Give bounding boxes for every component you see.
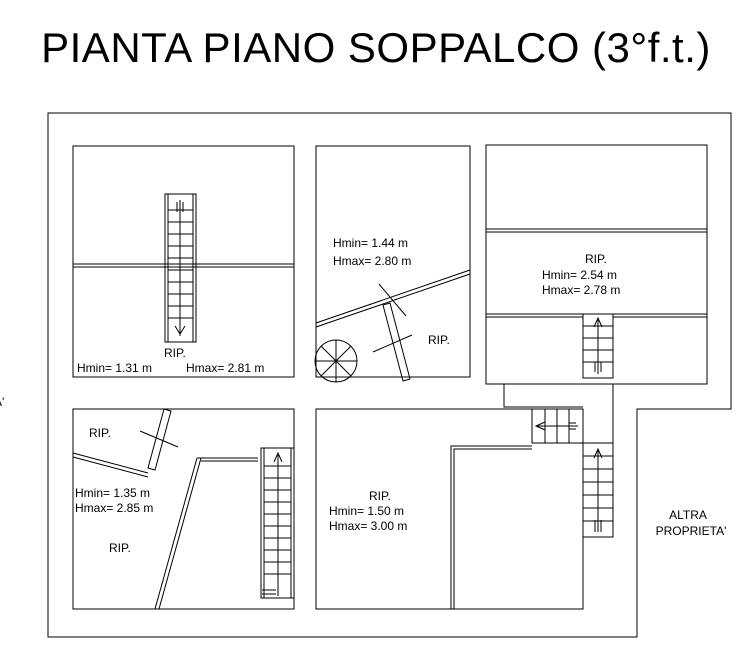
room-bottom-left-label-top: RIP. bbox=[89, 426, 111, 440]
plan-title: PIANTA PIANO SOPPALCO (3°f.t.) bbox=[41, 24, 711, 71]
room-bottom-left-label-bottom: RIP. bbox=[109, 541, 131, 555]
stair-landing bbox=[531, 408, 584, 444]
stair-top-right bbox=[582, 313, 614, 379]
room-top-center-hmin: Hmin= 1.44 m bbox=[333, 236, 408, 250]
outside-right-line1: ALTRA bbox=[669, 508, 707, 522]
room-top-left-label: RIP. bbox=[164, 346, 186, 360]
outside-right-line2: PROPRIETA' bbox=[656, 524, 727, 538]
room-top-center-wall bbox=[315, 145, 471, 378]
room-top-right-hmin: Hmin= 2.54 m bbox=[542, 268, 617, 282]
room-bottom-center-label: RIP. bbox=[369, 489, 391, 503]
stair-top-left bbox=[164, 193, 197, 343]
room-top-left-hmin: Hmin= 1.31 m bbox=[77, 361, 152, 375]
room-top-center-label: RIP. bbox=[428, 333, 450, 347]
stair-bottom-left bbox=[260, 447, 295, 599]
room-bottom-center-hmax: Hmax= 3.00 m bbox=[329, 519, 407, 533]
room-bottom-left-hmax: Hmax= 2.85 m bbox=[75, 501, 153, 515]
room-top-center-hmax: Hmax= 2.80 m bbox=[333, 254, 411, 268]
room-top-left-wall bbox=[72, 145, 295, 378]
room-top-right-label: RIP. bbox=[585, 252, 607, 266]
outer-wall bbox=[47, 112, 732, 638]
room-top-right-wall bbox=[485, 144, 708, 385]
room-bottom-left-hmin: Hmin= 1.35 m bbox=[75, 486, 150, 500]
stair-bottom-right bbox=[582, 442, 614, 538]
room-top-left-hmax: Hmax= 2.81 m bbox=[186, 361, 264, 375]
room-bottom-center-hmin: Hmin= 1.50 m bbox=[329, 504, 404, 518]
room-top-right-hmax: Hmax= 2.78 m bbox=[542, 283, 620, 297]
spiral-stair bbox=[314, 339, 358, 383]
outside-left-fragment: A' bbox=[0, 395, 4, 409]
